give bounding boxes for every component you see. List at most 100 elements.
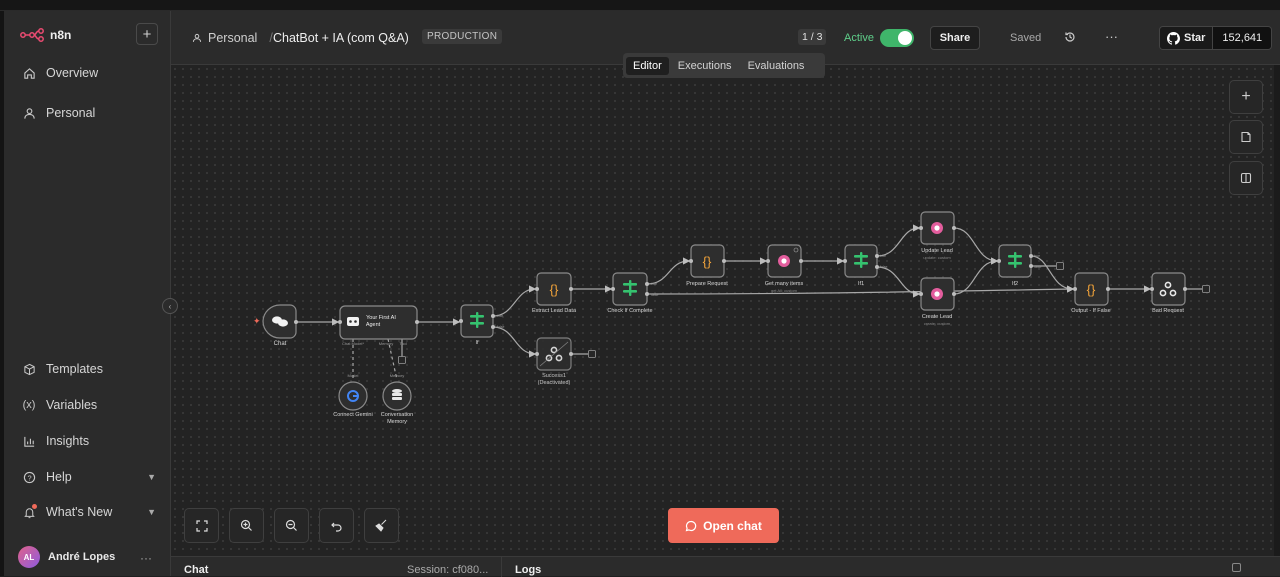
user-more-icon[interactable]: ··· bbox=[140, 551, 152, 565]
node-update-lead[interactable]: Update Lead update: custom bbox=[920, 211, 955, 260]
code-braces-icon: {} bbox=[703, 254, 712, 269]
app-logo[interactable]: n8n bbox=[20, 28, 71, 42]
collapse-sidebar-button[interactable]: ‹ bbox=[162, 298, 178, 314]
canvas-scrollbar[interactable] bbox=[1274, 65, 1280, 556]
breadcrumb-separator: / bbox=[269, 31, 273, 45]
github-star[interactable]: Star bbox=[1160, 27, 1213, 49]
node-if[interactable]: If true false bbox=[460, 304, 504, 346]
sidebar-item-label: Templates bbox=[46, 362, 103, 376]
node-chat[interactable]: Chat bbox=[262, 304, 297, 347]
sticky-note-button[interactable] bbox=[1229, 120, 1263, 154]
sidebar-item-personal[interactable]: Personal bbox=[22, 106, 95, 120]
breadcrumb-project[interactable]: Personal bbox=[208, 31, 258, 45]
node-connect-gemini[interactable]: Model Connect Gemini bbox=[333, 373, 372, 418]
add-node-plus[interactable] bbox=[588, 350, 596, 358]
workflow-header: Personal / ChatBot + IA (com Q&A) PRODUC… bbox=[171, 11, 1280, 65]
node-label: Extract Lead Data bbox=[532, 308, 577, 314]
sidebar-item-help[interactable]: ? Help ▼ bbox=[22, 470, 156, 484]
node-get-many-items[interactable]: Get many items get All: custom bbox=[765, 244, 804, 293]
tab-editor[interactable]: Editor bbox=[626, 56, 669, 75]
logs-panel-title[interactable]: Logs bbox=[515, 564, 542, 576]
workflow-name[interactable]: ChatBot + IA (com Q&A) bbox=[273, 31, 409, 45]
add-node-plus[interactable] bbox=[1202, 285, 1210, 293]
port-label: Model bbox=[348, 373, 359, 378]
webhook-icon bbox=[1159, 281, 1177, 297]
node-label: If bbox=[475, 340, 479, 346]
window-left-edge bbox=[0, 11, 4, 576]
history-icon[interactable] bbox=[1063, 30, 1077, 44]
tidy-up-button[interactable] bbox=[364, 508, 399, 543]
window-top-strip bbox=[0, 0, 1280, 11]
connections bbox=[296, 224, 1202, 381]
zoom-in-icon bbox=[240, 519, 252, 531]
port-dots bbox=[294, 226, 1187, 356]
tab-evaluations[interactable]: Evaluations bbox=[747, 59, 805, 72]
database-icon-core bbox=[934, 225, 940, 231]
node-label: Chat bbox=[274, 341, 287, 347]
node-label: Connect Gemini bbox=[333, 412, 372, 418]
add-tool-plus[interactable] bbox=[398, 356, 406, 364]
chat-panel-title[interactable]: Chat bbox=[184, 564, 209, 576]
tab-executions[interactable]: Executions bbox=[677, 59, 732, 72]
breadcrumb[interactable]: Personal / bbox=[192, 31, 273, 45]
workflow-canvas[interactable]: ✦ Chat Your First AI Agent Chat Model* M… bbox=[171, 65, 1280, 556]
sidebar-item-label: Variables bbox=[46, 398, 98, 412]
branch-label: false bbox=[497, 325, 504, 329]
github-star-label: Star bbox=[1184, 32, 1206, 44]
node-extract-lead-data[interactable]: {} Extract Lead Data bbox=[532, 272, 577, 314]
node-if2[interactable]: If2 true false bbox=[998, 244, 1041, 287]
sidebar-item-insights[interactable]: Insights bbox=[22, 434, 89, 448]
node-prepare-request[interactable]: {} Prepare Request bbox=[686, 244, 728, 287]
node-check-if-complete[interactable]: Check If Complete true false bbox=[607, 272, 658, 314]
node-success1[interactable]: Success1 (Deactivated) bbox=[536, 337, 572, 386]
zoom-out-button[interactable] bbox=[274, 508, 309, 543]
sidebar-item-label: What's New bbox=[46, 505, 113, 519]
more-options-icon[interactable]: ··· bbox=[1105, 29, 1118, 44]
undo-button[interactable] bbox=[319, 508, 354, 543]
sidebar-item-templates[interactable]: Templates bbox=[22, 362, 103, 376]
chat-bubble-icon bbox=[685, 520, 697, 531]
node-label: Success1 bbox=[542, 373, 566, 379]
node-bad-request[interactable]: Bad Request bbox=[1151, 272, 1186, 314]
sticky-note-icon bbox=[1241, 131, 1251, 143]
node-sublabel: get All: custom bbox=[771, 288, 798, 293]
node-sublabel: create: custom bbox=[924, 321, 951, 326]
pop-out-icon[interactable] bbox=[1232, 563, 1241, 572]
app-name: n8n bbox=[50, 28, 72, 42]
node-label: Conversation bbox=[381, 412, 413, 418]
node-ai-agent[interactable]: Your First AI Agent Chat Model* Memory T… bbox=[339, 305, 418, 346]
branch-label: true bbox=[1034, 254, 1040, 258]
if-icon bbox=[1008, 252, 1022, 268]
github-star-button[interactable]: Star 152,641 bbox=[1159, 26, 1273, 50]
database-icon-core bbox=[781, 258, 787, 264]
trigger-bolt-icon: ✦ bbox=[253, 316, 261, 326]
if-icon bbox=[854, 252, 868, 268]
open-chat-button[interactable]: Open chat bbox=[668, 508, 779, 543]
node-output-if-false[interactable]: {} Output - If False bbox=[1071, 272, 1111, 314]
if-icon bbox=[623, 280, 637, 296]
node-label: Agent bbox=[366, 322, 381, 328]
node-conversation-memory[interactable]: Memory Conversation Memory bbox=[381, 373, 413, 425]
sidebar-item-label: Insights bbox=[46, 434, 90, 448]
create-button[interactable]: + bbox=[136, 23, 158, 45]
sidebar-item-overview[interactable]: Overview bbox=[22, 66, 98, 80]
node-if1[interactable]: If1 true false bbox=[844, 244, 887, 287]
workflow-graph: ✦ Chat Your First AI Agent Chat Model* M… bbox=[253, 211, 1210, 425]
node-label: Prepare Request bbox=[686, 281, 728, 287]
share-button[interactable]: Share bbox=[930, 26, 980, 50]
add-node-button[interactable]: + bbox=[1229, 80, 1263, 114]
zoom-in-button[interactable] bbox=[229, 508, 264, 543]
user-menu[interactable]: AL André Lopes bbox=[18, 546, 115, 568]
svg-text:?: ? bbox=[27, 473, 31, 482]
workflow-tag[interactable]: PRODUCTION bbox=[422, 29, 503, 44]
branch-label: true bbox=[497, 314, 503, 318]
fit-view-button[interactable] bbox=[184, 508, 219, 543]
add-node-plus[interactable] bbox=[1056, 262, 1064, 270]
bell-icon bbox=[22, 504, 37, 519]
active-toggle[interactable] bbox=[880, 29, 914, 47]
code-braces-icon: {} bbox=[550, 282, 559, 297]
node-create-lead[interactable]: Create Lead create: custom bbox=[920, 277, 955, 326]
sidebar-item-variables[interactable]: (x) Variables bbox=[22, 398, 98, 412]
sidebar-item-whats-new[interactable]: What's New ▼ bbox=[22, 504, 156, 519]
toggle-panel-button[interactable] bbox=[1229, 161, 1263, 195]
